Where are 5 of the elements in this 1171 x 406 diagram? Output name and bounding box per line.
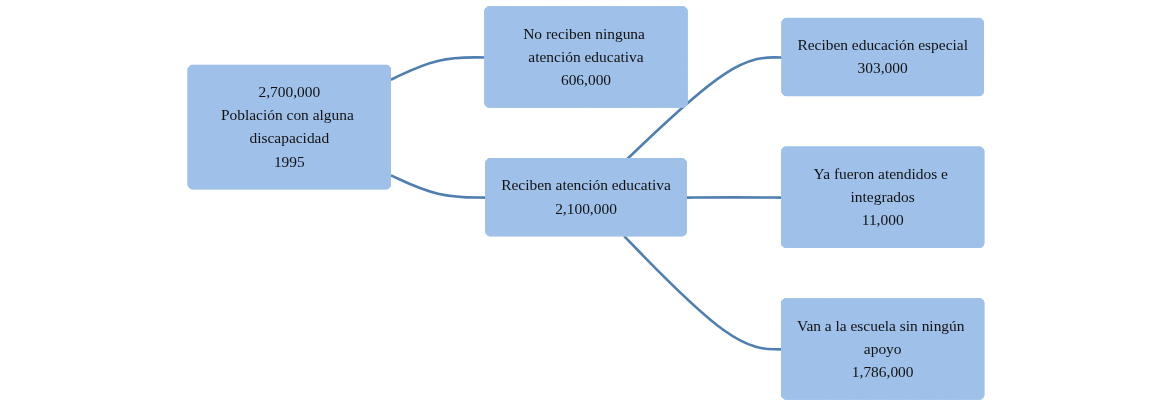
connector [622, 235, 782, 351]
connector [686, 196, 782, 199]
connector [625, 56, 782, 160]
connector [389, 174, 486, 199]
connector [389, 56, 485, 81]
